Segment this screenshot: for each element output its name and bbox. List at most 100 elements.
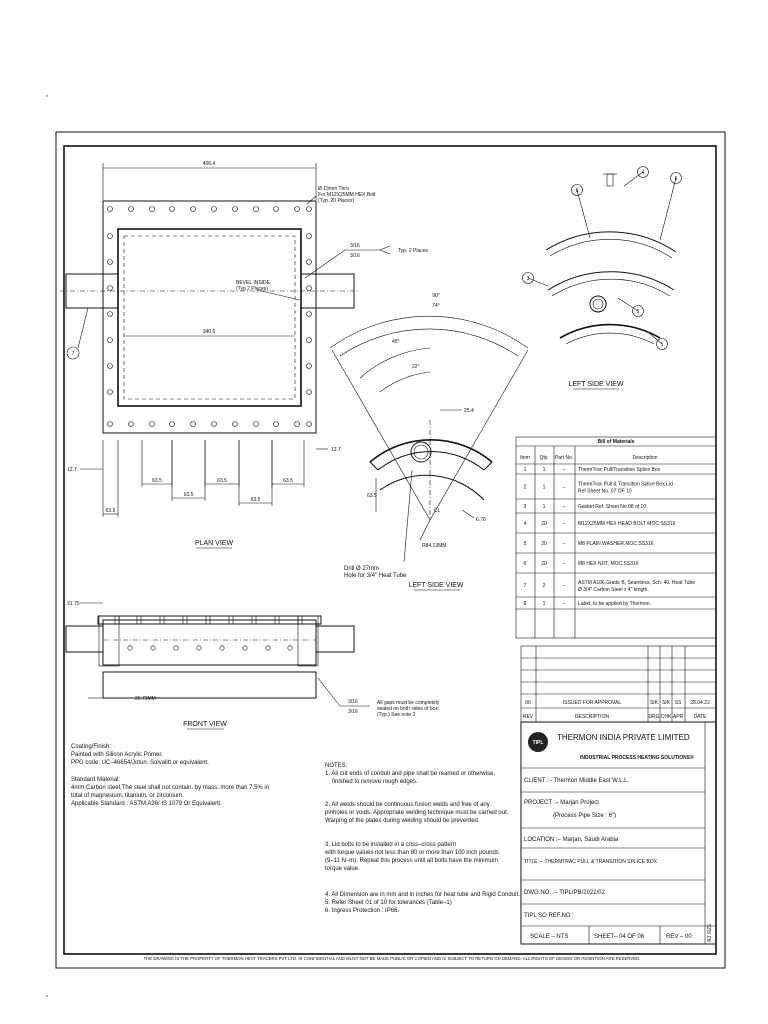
left-side-view-title: LEFT SIDE VIEW xyxy=(408,582,463,589)
dim-12-7-left: 12.7 xyxy=(67,467,77,473)
bom-part: – xyxy=(563,485,566,491)
dwg-no-line: DWG.NO. :– TIPL/PB/2022/02 xyxy=(524,890,606,896)
bom-header: Qty. xyxy=(540,455,549,461)
bom-item: 5 xyxy=(524,541,527,547)
bolt-hole xyxy=(211,421,217,427)
rev-header-date: DATE xyxy=(694,714,708,720)
note-2c: Warping of the plates during welding sho… xyxy=(325,818,480,824)
balloon-7-text: 7 xyxy=(72,351,75,357)
dim-63-5: 63.5 xyxy=(106,508,116,514)
dim-63-5: 63.5 xyxy=(217,478,227,484)
front-flange xyxy=(102,671,317,699)
curved-box-top xyxy=(369,439,493,463)
left-side-view-main: 90° 74° 45° 22° CL 25.4 63.5 6.76 R84.13… xyxy=(329,293,529,591)
bom-qty: 1 xyxy=(543,467,546,473)
rev-cell-apr: SS xyxy=(675,700,682,706)
bolt-hole xyxy=(107,337,113,343)
bom-item: 1 xyxy=(524,467,527,473)
note-2a: 2. All welds should be continuous fusion… xyxy=(325,802,490,808)
title-line: TITLE :– THERMTRAC PULL & TRANSITION SPL… xyxy=(524,859,658,865)
front-dim-31-75: 31.75 xyxy=(67,601,80,607)
front-dim-26-73: 26.73MM xyxy=(135,696,156,702)
balloon-leader xyxy=(576,189,591,239)
outer-frame xyxy=(55,131,726,969)
bolt-head xyxy=(136,615,142,625)
material-heading: Standard Material: xyxy=(71,777,120,783)
gap-note-2: sealed on both sides of box. xyxy=(377,706,439,712)
weld-size-b: 3/16 xyxy=(350,253,360,259)
a3-size: A3 SIZE xyxy=(707,923,713,942)
bom-desc-2: Ø 3/4" Carbon Steel x 4" length. xyxy=(578,587,649,593)
bom-item: 3 xyxy=(524,504,527,510)
rev-cell: REV – 00 xyxy=(666,934,692,940)
item-balloon xyxy=(637,166,649,178)
notes-heading: NOTES: xyxy=(325,763,348,769)
plan-bottom-dimensions: 63.563.563.563.563.563.5 xyxy=(102,440,305,517)
item-balloon-number: 3 xyxy=(527,276,530,282)
front-view: 31.75 26.73MM 3/16 3/16 All gaps must be… xyxy=(65,601,440,730)
bom-item: 4 xyxy=(524,521,527,527)
bolt-hole xyxy=(190,206,196,212)
bolt-hole xyxy=(273,421,279,427)
rev-header-drg: DRG xyxy=(648,714,659,720)
bolt-hole xyxy=(306,421,312,427)
note-6: 6. Ingress Protection : IP66. xyxy=(325,908,399,914)
angle-74: 74° xyxy=(432,303,440,309)
bom-desc: M8 PLAIN WASHER,MOC:SS316 xyxy=(578,541,654,547)
bolt-hole xyxy=(107,285,113,291)
weld-size-a: 3/16 xyxy=(350,243,360,249)
balloon-leader xyxy=(617,297,639,312)
bolt-hole xyxy=(107,311,113,317)
rev-cell-rev: 00 xyxy=(525,700,531,706)
note-1b: finished to remove rough edges. xyxy=(332,779,418,785)
bolt-hole xyxy=(211,206,217,212)
bolt-hole xyxy=(253,206,259,212)
gap-note-1: All gaps must be completely xyxy=(377,700,440,706)
bolt-hole xyxy=(306,311,312,317)
bom-part: – xyxy=(563,541,566,547)
balloon-leader xyxy=(647,331,663,345)
heat-tube-hole xyxy=(410,441,432,463)
bevel-note-line2: (Typ 2 Places) xyxy=(236,286,268,292)
front-bolt-marks xyxy=(114,615,303,651)
plan-bolt-holes xyxy=(107,206,312,427)
bolt-hole xyxy=(306,363,312,369)
angle-90: 90° xyxy=(432,293,440,299)
bolt-hole xyxy=(107,259,113,265)
bolt-hole xyxy=(306,233,312,239)
angle-45: 45° xyxy=(392,339,400,345)
plan-flange-outline xyxy=(102,200,317,434)
bom-part: – xyxy=(563,583,566,589)
bolt-mark xyxy=(219,645,225,651)
coating-heading: Coating/Finish: xyxy=(71,744,111,750)
bolt-mark xyxy=(173,645,179,651)
item-balloon-number: 6 xyxy=(675,176,678,182)
material-l1: 4mm Carbon steel,The steel shall not con… xyxy=(71,785,269,791)
bevel-note-line1: BEVEL INSIDE xyxy=(236,280,271,286)
bom-title: Bill of Materials xyxy=(598,439,635,445)
sheet-cell: SHEET– 04 OF 08 xyxy=(594,934,645,940)
coating-l2: PPG code: UC–46654/Jotun: Solvalitt or e… xyxy=(71,760,209,766)
plan-view-title: PLAN VIEW xyxy=(195,540,234,547)
balloon-leader xyxy=(659,177,677,241)
note-1a: 1. All cut ends of conduit and pipe shal… xyxy=(325,771,495,777)
bolt-hole xyxy=(169,421,175,427)
material-l3: Applicable Standard : ASTM A36/ IS 1079 … xyxy=(71,801,222,807)
item-balloon xyxy=(670,172,682,184)
plan-box-inner-hidden xyxy=(123,235,296,400)
bom-part: – xyxy=(563,504,566,510)
title-block: TIPL THERMON INDIA PRIVATE LIMITED INDUS… xyxy=(520,721,717,945)
item-balloon-number: 5 xyxy=(637,309,640,315)
bom-header: Item xyxy=(520,455,530,461)
dim-63-5-side: 63.5 xyxy=(367,493,377,499)
rev-cell-date: 28.04.22 xyxy=(690,700,710,706)
left-side-view-small-title: LEFT SIDE VIEW xyxy=(568,381,623,388)
general-notes: NOTES: 1. All cut ends of conduit and pi… xyxy=(324,763,520,914)
scan-dot xyxy=(46,95,48,97)
